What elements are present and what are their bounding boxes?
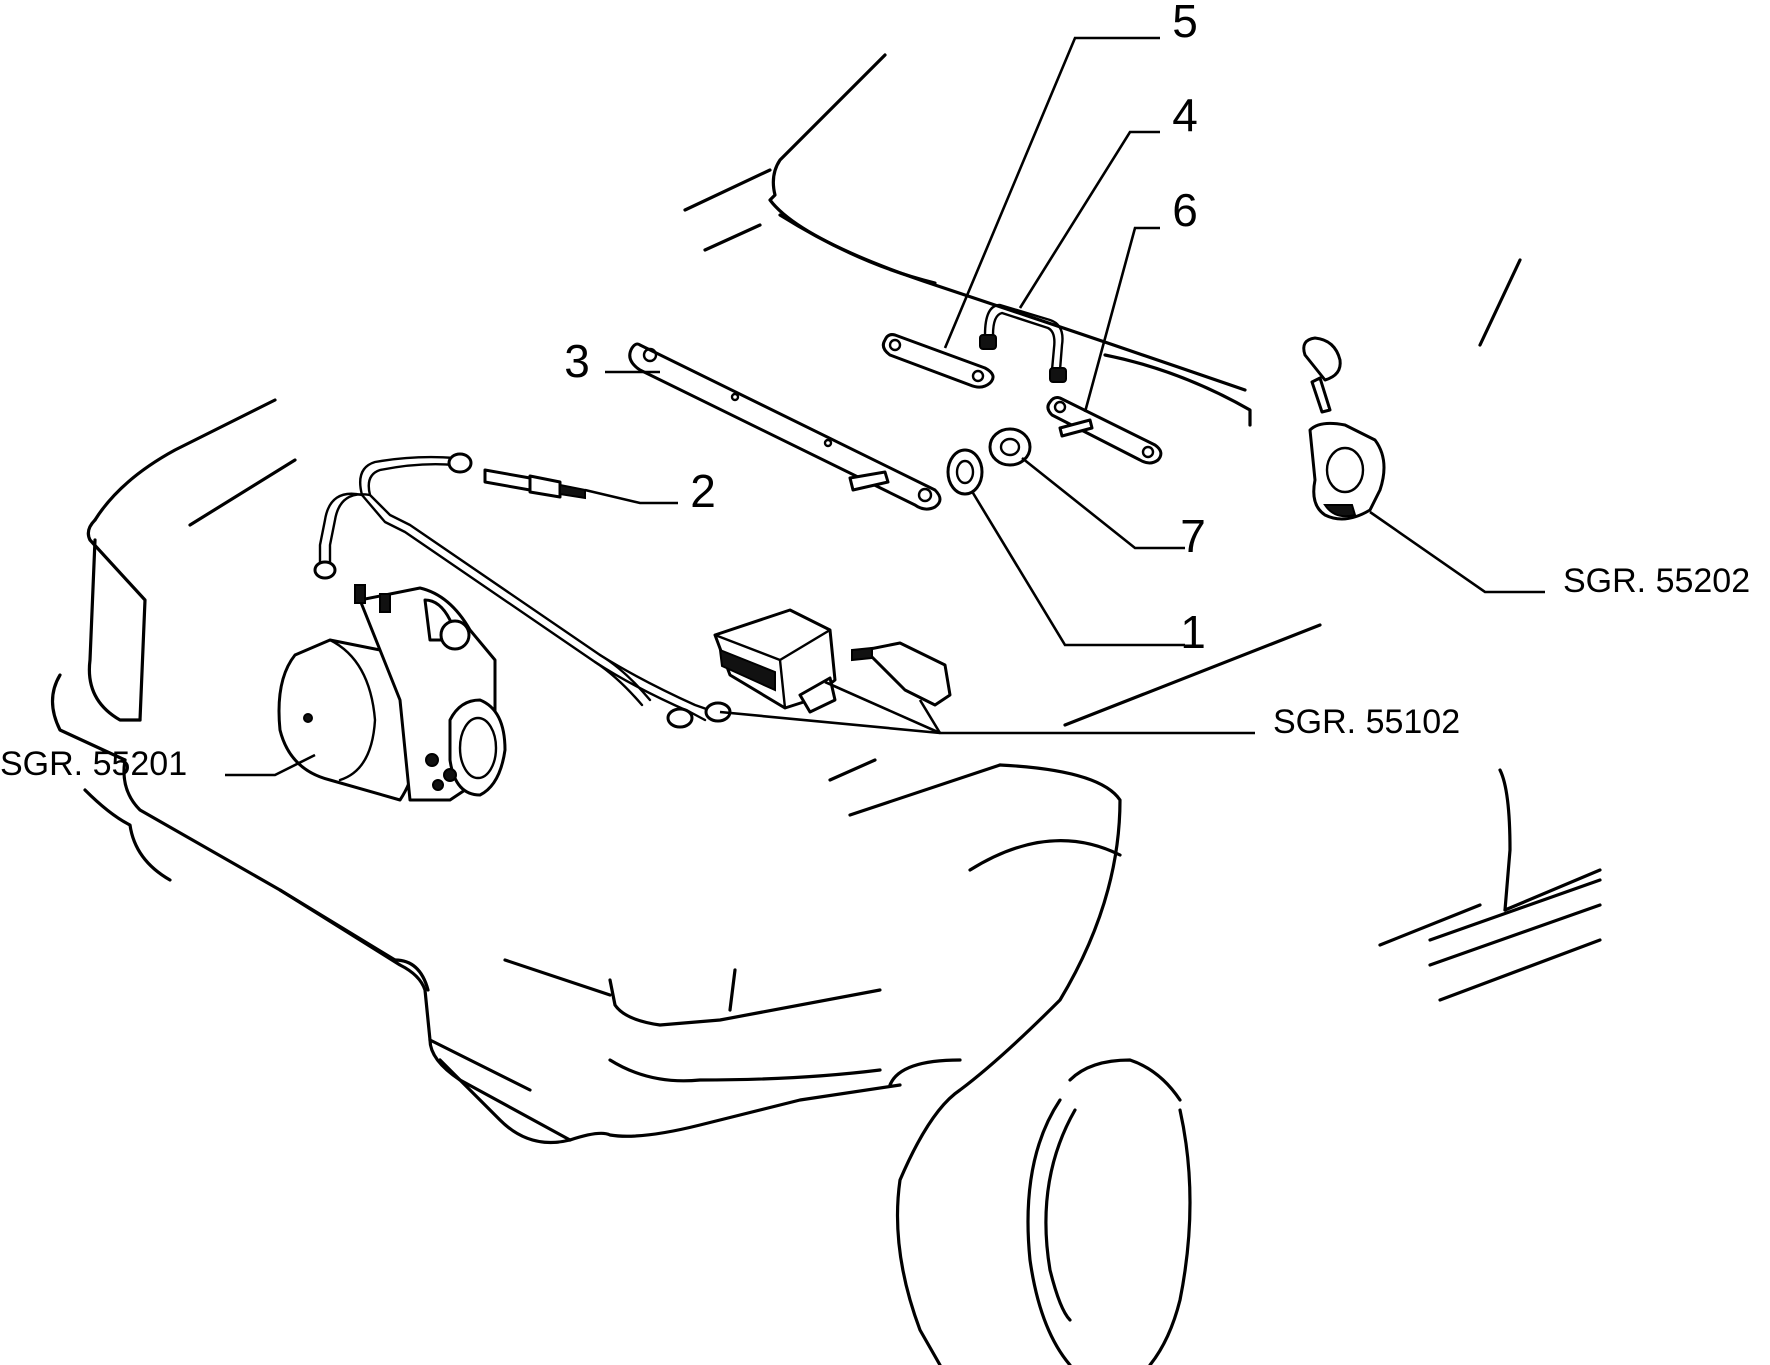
reference-sgr-55102: SGR. 55102 — [1273, 703, 1460, 741]
part-1-washer — [946, 448, 984, 496]
ignition-lock — [1302, 336, 1386, 521]
callout-1: 1 — [1180, 606, 1206, 658]
reference-sgr-55201: SGR. 55201 — [0, 745, 187, 783]
leader-lines — [225, 36, 1545, 777]
callout-2: 2 — [690, 465, 716, 517]
leader-5 — [943, 36, 1160, 349]
part-5-strap — [881, 333, 995, 389]
leader-1 — [971, 492, 1185, 647]
battery-cables — [313, 452, 732, 729]
relay-box — [713, 608, 952, 714]
part-7-nut — [988, 427, 1032, 467]
callout-4: 4 — [1172, 89, 1198, 141]
part-3-support-bar — [628, 342, 942, 511]
reference-sgr-55202: SGR. 55202 — [1563, 562, 1750, 600]
leader-7 — [1021, 456, 1185, 550]
part-6-strap — [1046, 396, 1163, 465]
leader-sgr-55201 — [225, 753, 316, 777]
leader-4 — [1018, 130, 1160, 309]
callout-7: 7 — [1180, 510, 1206, 562]
leader-2 — [584, 488, 678, 505]
callout-labels: 5 4 6 3 2 7 1 SGR. 55102 SGR. 55201 SGR.… — [0, 0, 1750, 783]
callout-6: 6 — [1172, 184, 1198, 236]
callout-5: 5 — [1172, 0, 1198, 47]
part-2-glow-plug — [483, 468, 586, 500]
part-4-u-bracket — [979, 303, 1067, 383]
leader-6 — [1083, 226, 1160, 413]
starter-motor — [277, 584, 507, 802]
car-body-outline — [50, 53, 1602, 1365]
leader-sgr-55102 — [719, 710, 1255, 735]
callout-3: 3 — [564, 335, 590, 387]
leader-sgr-55202 — [1369, 510, 1545, 594]
